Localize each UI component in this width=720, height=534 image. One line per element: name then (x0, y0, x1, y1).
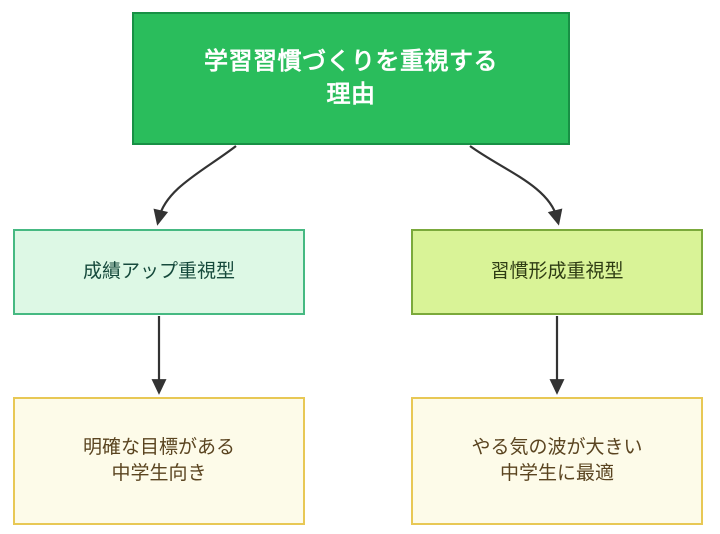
node-branch-right[interactable]: 習慣形成重視型 (411, 229, 703, 315)
node-leaf-right[interactable]: やる気の波が大きい 中学生に最適 (411, 397, 703, 525)
node-branch-left[interactable]: 成績アップ重視型 (13, 229, 305, 315)
node-leaf-left-label: 明確な目標がある 中学生向き (82, 437, 235, 484)
node-leaf-left[interactable]: 明確な目標がある 中学生向き (13, 397, 305, 525)
node-root-label: 学習習慣づくりを重視する 理由 (204, 48, 498, 108)
node-branch-right-label: 習慣形成重視型 (490, 261, 624, 283)
edge-root-to-branch-left (153, 145, 237, 226)
edge-root-to-branch-right (469, 145, 563, 226)
node-branch-left-label: 成績アップ重視型 (82, 261, 235, 283)
node-leaf-right-label: やる気の波が大きい 中学生に最適 (471, 437, 643, 484)
node-root[interactable]: 学習習慣づくりを重視する 理由 (132, 12, 570, 145)
